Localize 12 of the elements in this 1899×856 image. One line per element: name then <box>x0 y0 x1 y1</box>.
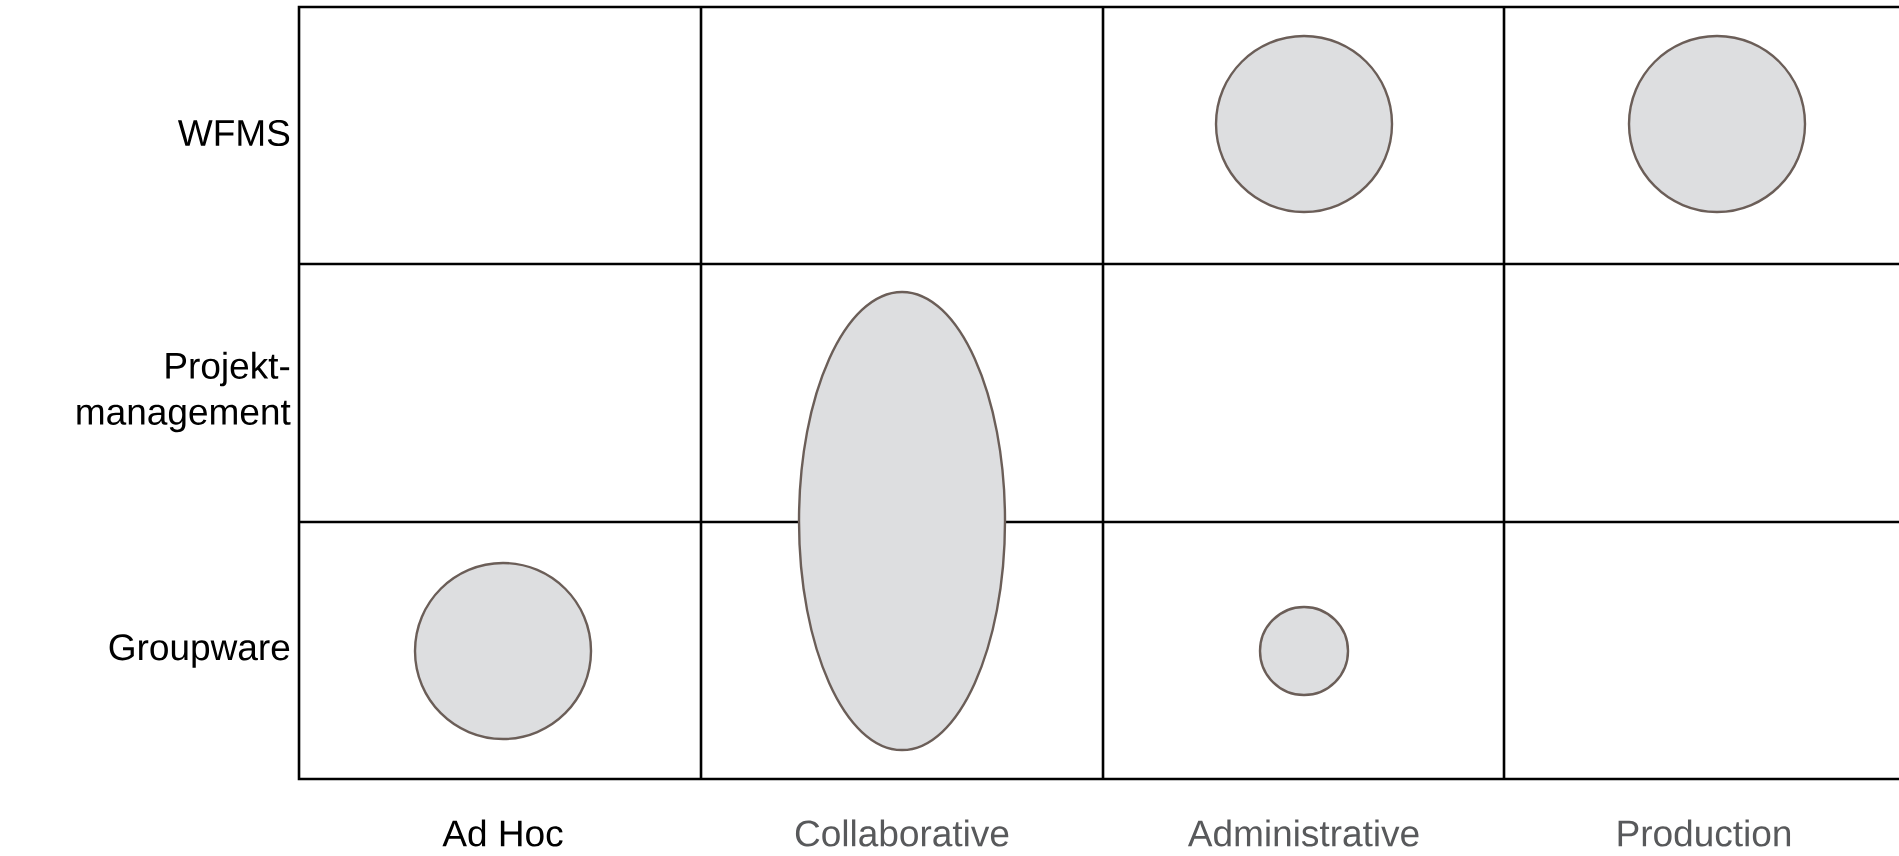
axis-label: Collaborative <box>795 819 1009 847</box>
ellipse <box>797 290 1007 752</box>
axis-label: Groupware <box>109 634 290 668</box>
circle <box>1214 34 1394 214</box>
circle <box>1258 605 1350 697</box>
circle <box>1627 34 1807 214</box>
circle <box>413 561 593 741</box>
axis-label: WFMS <box>177 119 290 147</box>
axis-label: Production <box>1618 819 1791 847</box>
axis-label: Administrative <box>1187 819 1419 847</box>
axis-label: Ad Hoc <box>442 819 563 847</box>
axis-label: Projekt-management <box>77 351 291 433</box>
